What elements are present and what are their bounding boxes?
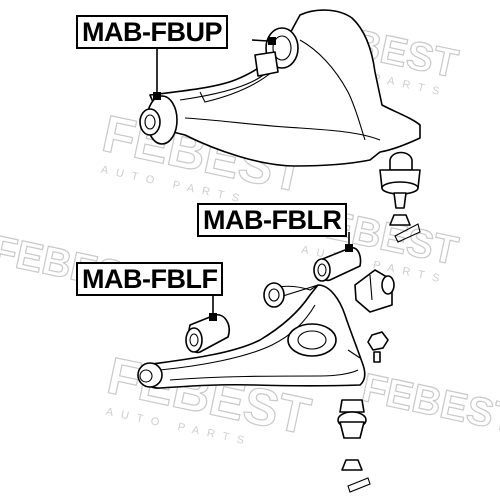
upper-control-arm	[139, 9, 421, 167]
part-label-upper-arm: MAB-FBUP	[76, 15, 228, 49]
watermark-bottom-right: FEBEST	[358, 365, 500, 442]
marker-upper-front	[153, 92, 161, 100]
lower-arm-center-mount	[287, 323, 337, 357]
lower-rear-bushing-part	[313, 232, 362, 282]
watermark-brand: FEBEST	[358, 366, 500, 442]
part-label-lower-rear: MAB-FBLR	[197, 203, 348, 237]
upper-ball-joint	[379, 151, 421, 243]
marker-upper-rear	[268, 37, 276, 45]
bracket	[354, 269, 395, 313]
part-label-lower-front: MAB-FBLF	[76, 262, 224, 296]
lower-control-arm	[137, 282, 389, 389]
marker-lower-rear	[345, 244, 353, 252]
lower-ball-joint	[337, 399, 371, 493]
lower-front-bushing-part	[185, 292, 230, 354]
marker-lower-front	[209, 313, 217, 321]
lower-arm-body	[142, 284, 366, 389]
upper-arm-body	[149, 9, 421, 167]
